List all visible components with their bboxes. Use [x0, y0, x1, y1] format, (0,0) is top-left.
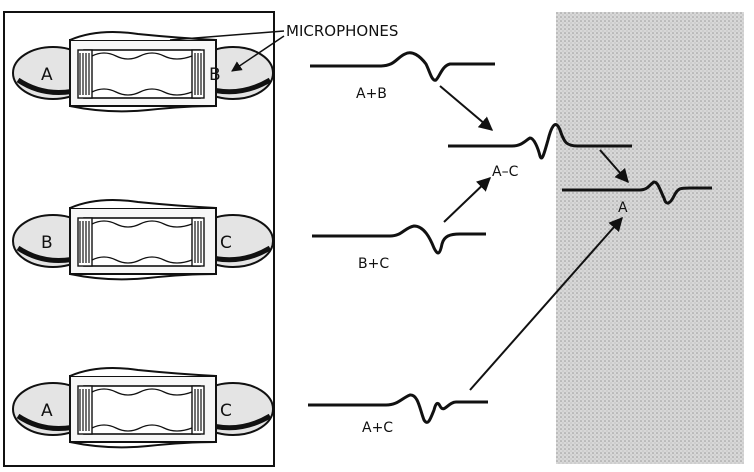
arrow-a-plus-b-to-a-minus-c	[439, 85, 494, 131]
microphones-label: MICROPHONES	[286, 22, 398, 40]
label-b-plus-c: B+C	[358, 256, 389, 272]
waveform-a-minus-c	[448, 123, 632, 160]
arrow-b-plus-c-to-a-minus-c	[443, 177, 492, 223]
arrow-a-minus-c-to-a	[599, 149, 629, 184]
microphones-leader-line-2	[231, 35, 285, 72]
arrow-a-plus-c-to-a	[469, 216, 623, 391]
waveform-a-plus-b	[310, 51, 495, 82]
capsule-3-left-label: A	[41, 401, 53, 421]
capsule-a-b: A B	[13, 32, 273, 111]
capsule-3-right-label: C	[220, 401, 232, 421]
capsule-1-left-label: A	[41, 65, 53, 85]
capsule-2-right-label: C	[220, 233, 232, 253]
microphones-leader-line-1	[169, 30, 285, 41]
capsule-b-c: B C	[13, 200, 273, 279]
capsule-1-right-label: B	[209, 65, 221, 85]
waveform-b-plus-c	[312, 224, 486, 255]
capsule-a-c: A C	[13, 368, 273, 447]
label-a-result: A	[618, 200, 628, 216]
label-a-plus-b: A+B	[356, 86, 387, 102]
label-a-minus-c: A–C	[492, 164, 519, 180]
shaded-result-panel	[556, 12, 744, 464]
waveform-a-result	[562, 180, 712, 205]
waveform-a-plus-c	[308, 393, 488, 424]
capsule-2-left-label: B	[41, 233, 53, 253]
label-a-plus-c: A+C	[362, 420, 393, 436]
